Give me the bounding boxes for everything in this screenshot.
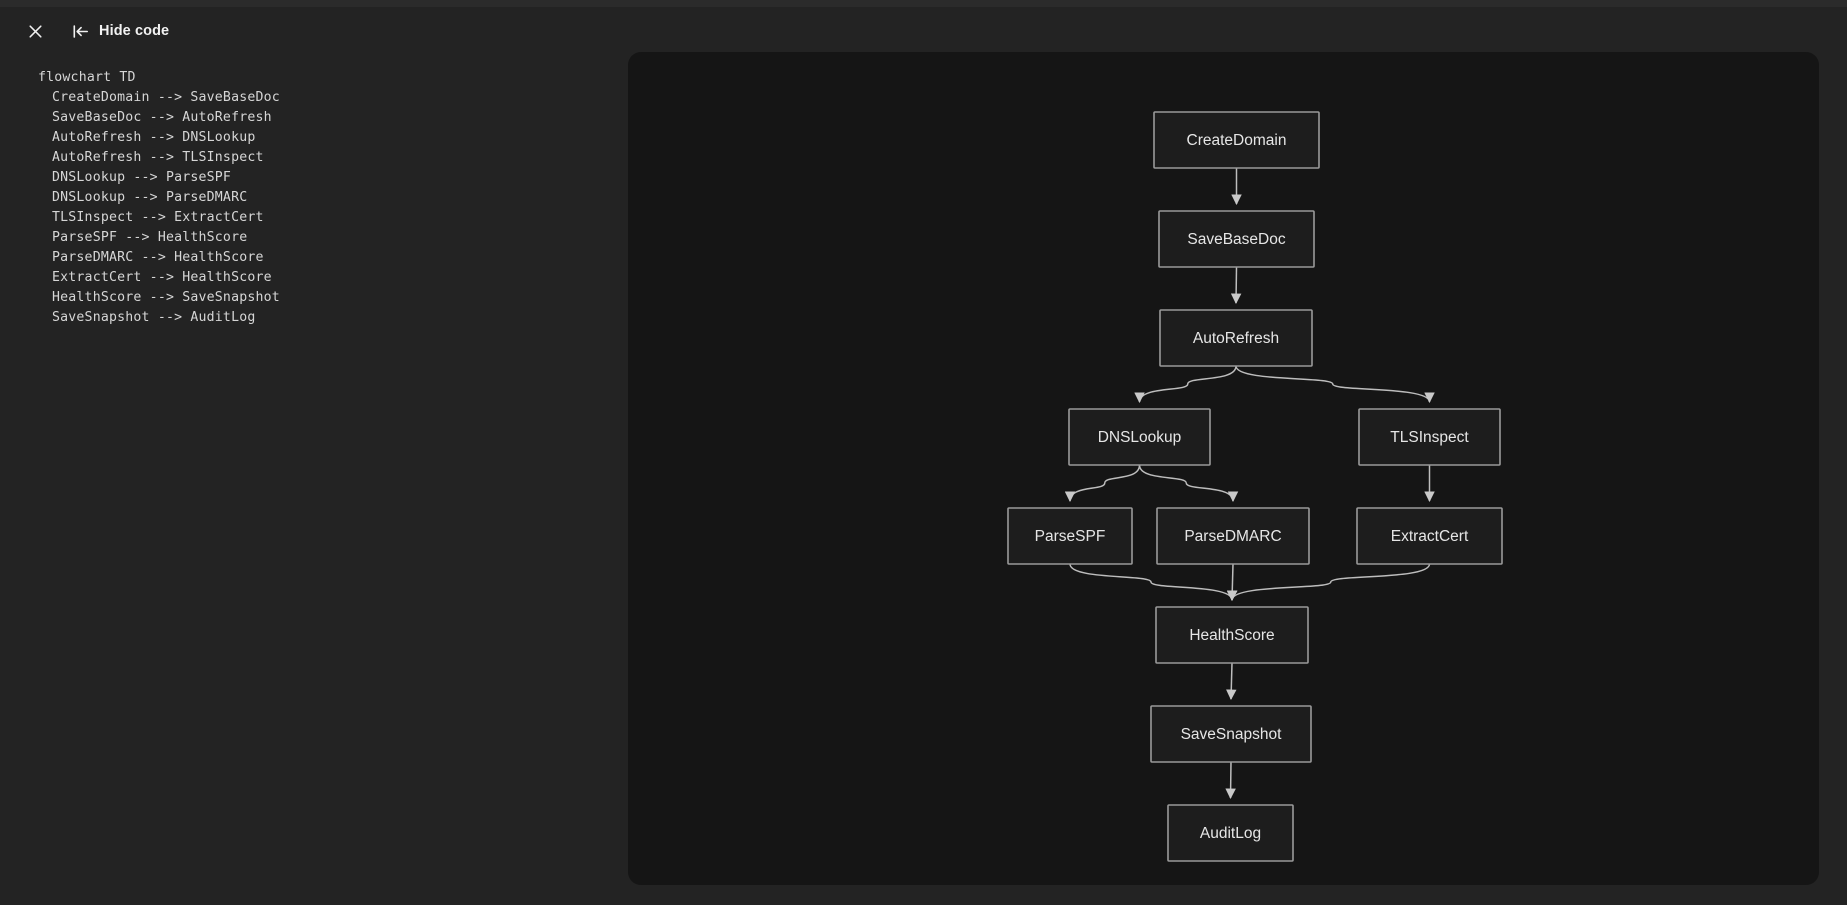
code-line: DNSLookup --> ParseDMARC — [52, 190, 248, 205]
code-line: DNSLookup --> ParseSPF — [52, 170, 232, 185]
code-line: ParseSPF --> HealthScore — [52, 230, 248, 245]
node-label: AutoRefresh — [1193, 330, 1279, 347]
node-tlsinspect[interactable]: TLSInspect — [1358, 408, 1501, 466]
node-box — [1068, 408, 1211, 466]
edge-SaveSnapshot-to-AuditLog — [1225, 761, 1236, 800]
code-pane[interactable]: flowchart TD CreateDomain --> SaveBaseDoc… — [0, 55, 628, 905]
collapse-left-icon — [72, 23, 90, 40]
node-box — [1358, 408, 1501, 466]
node-box — [1158, 210, 1315, 268]
close-button[interactable] — [24, 19, 47, 44]
node-extractcert[interactable]: ExtractCert — [1356, 507, 1503, 565]
code-line: AutoRefresh --> TLSInspect — [52, 150, 264, 165]
node-label: SaveSnapshot — [1181, 726, 1283, 743]
node-savesnapshot[interactable]: SaveSnapshot — [1150, 705, 1312, 763]
edge-AutoRefresh-to-TLSInspect — [1235, 365, 1435, 404]
node-healthscore[interactable]: HealthScore — [1155, 606, 1309, 664]
node-autorefresh[interactable]: AutoRefresh — [1159, 309, 1313, 367]
node-label: ParseDMARC — [1184, 528, 1281, 545]
node-parsespf[interactable]: ParseSPF — [1007, 507, 1133, 565]
code-line: HealthScore --> SaveSnapshot — [52, 290, 280, 305]
code-line: SaveBaseDoc --> AutoRefresh — [52, 110, 272, 125]
hide-code-button[interactable]: Hide code — [69, 19, 172, 44]
node-savebasedoc[interactable]: SaveBaseDoc — [1158, 210, 1315, 268]
node-label: AuditLog — [1200, 825, 1261, 842]
node-dnslookup[interactable]: DNSLookup — [1068, 408, 1211, 466]
code-line: TLSInspect --> ExtractCert — [52, 210, 264, 225]
node-box — [1156, 507, 1310, 565]
node-label: DNSLookup — [1098, 429, 1182, 446]
edge-ParseSPF-to-HealthScore — [1069, 563, 1238, 602]
edge-DNSLookup-to-ParseSPF — [1064, 464, 1141, 503]
node-box — [1153, 111, 1320, 169]
edge-ExtractCert-to-HealthScore — [1226, 563, 1431, 602]
node-label: ExtractCert — [1391, 528, 1469, 545]
code-line: flowchart TD — [38, 70, 136, 85]
hide-code-label: Hide code — [99, 22, 170, 39]
edge-ParseDMARC-to-HealthScore — [1227, 563, 1238, 602]
code-line: ParseDMARC --> HealthScore — [52, 250, 264, 265]
code-line: CreateDomain --> SaveBaseDoc — [52, 90, 280, 105]
edge-SaveBaseDoc-to-AutoRefresh — [1230, 266, 1242, 305]
node-label: TLSInspect — [1390, 429, 1469, 446]
node-parsedmarc[interactable]: ParseDMARC — [1156, 507, 1310, 565]
mermaid-source-code[interactable]: flowchart TD CreateDomain --> SaveBaseDoc… — [38, 68, 628, 328]
nodes-layer: CreateDomainSaveBaseDocAutoRefreshDNSLoo… — [1007, 111, 1503, 862]
node-box — [1167, 804, 1294, 862]
node-box — [1155, 606, 1309, 664]
node-auditlog[interactable]: AuditLog — [1167, 804, 1294, 862]
node-label: HealthScore — [1189, 627, 1274, 644]
flowchart-svg: CreateDomainSaveBaseDocAutoRefreshDNSLoo… — [1007, 111, 1503, 862]
edges-layer — [1064, 168, 1435, 800]
edge-AutoRefresh-to-DNSLookup — [1134, 365, 1237, 404]
node-label: CreateDomain — [1187, 132, 1287, 149]
code-line: AutoRefresh --> DNSLookup — [52, 130, 256, 145]
node-label: SaveBaseDoc — [1187, 231, 1285, 248]
node-box — [1159, 309, 1313, 367]
close-icon — [27, 23, 44, 40]
code-line: SaveSnapshot --> AuditLog — [52, 310, 256, 325]
edge-DNSLookup-to-ParseDMARC — [1138, 464, 1239, 503]
window-top-strip — [0, 0, 1847, 7]
node-box — [1150, 705, 1312, 763]
code-line: ExtractCert --> HealthScore — [52, 270, 272, 285]
node-box — [1007, 507, 1133, 565]
node-box — [1356, 507, 1503, 565]
node-label: ParseSPF — [1035, 528, 1106, 545]
toolbar: Hide code — [0, 7, 1847, 55]
node-createdomain[interactable]: CreateDomain — [1153, 111, 1320, 169]
edge-HealthScore-to-SaveSnapshot — [1226, 662, 1237, 701]
